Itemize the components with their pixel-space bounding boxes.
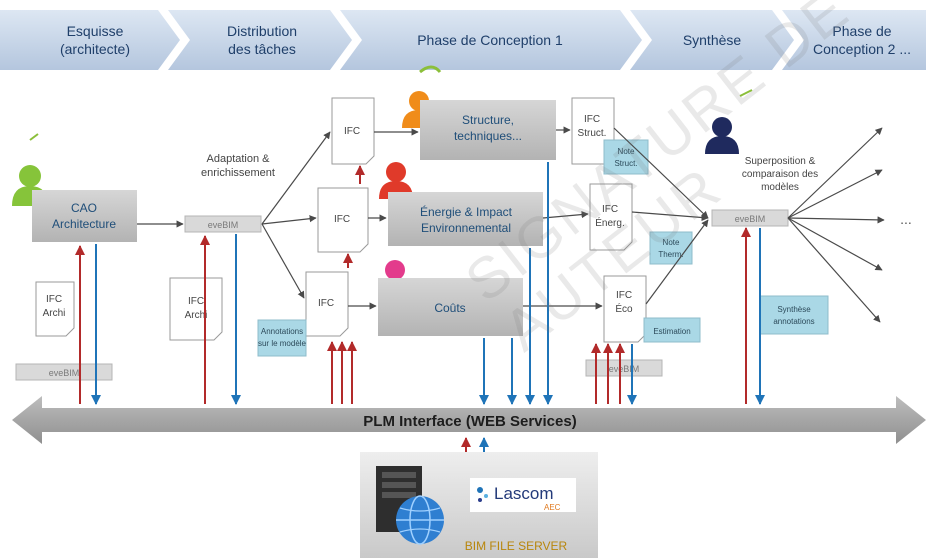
synthese-line-1: Synthèse	[777, 305, 811, 314]
arrow-energie-to-ifc-energ	[542, 210, 589, 219]
evebim-bar-3: eveBIM	[585, 359, 663, 377]
ifc-struct-type: IFC	[584, 114, 600, 125]
note-struct-line-1: Note	[618, 147, 635, 156]
phase-label-conception-1: Phase de Conception 1	[417, 32, 563, 48]
structure-box: Structure, techniques...	[420, 100, 556, 160]
ifc-struct-name: Struct.	[578, 128, 607, 139]
note-struct: Note Struct.	[603, 139, 649, 175]
superposition-label-3: modèles	[761, 182, 799, 193]
arrow-eco-to-synthese	[645, 219, 709, 305]
structure-label-2: techniques...	[454, 129, 522, 143]
evebim-4-label: eveBIM	[735, 214, 766, 224]
lascom-brand-sub: AEC	[544, 503, 561, 512]
evebim-3-label: eveBIM	[609, 364, 640, 374]
synthese-line-2: annotations	[773, 317, 814, 326]
annotations-line-1: Annotations	[261, 327, 303, 336]
phase-distribution	[168, 10, 352, 70]
bim-file-server: Lascom AEC BIM FILE SERVER	[360, 452, 598, 558]
annotations-line-2: sur le modèle	[258, 339, 307, 348]
flow-arrows	[137, 126, 885, 323]
adaptation-label-2: enrichissement	[201, 167, 275, 179]
energie-label-1: Énergie & Impact	[420, 204, 513, 219]
evebim-1-label: eveBIM	[49, 368, 80, 378]
lascom-brand: Lascom	[494, 484, 554, 503]
fan-arrow-3	[787, 216, 885, 224]
superposition-label-1: Superposition &	[745, 156, 816, 167]
fan-arrow-5	[787, 217, 881, 323]
note-therm-line-1: Note	[663, 238, 680, 247]
continuation-ellipsis: ...	[900, 211, 912, 227]
fan-arrow-2	[787, 169, 883, 219]
note-struct-line-2: Struct.	[614, 159, 637, 168]
adaptation-label-1: Adaptation &	[207, 153, 271, 165]
energie-box: Énergie & Impact Environnemental	[388, 192, 543, 246]
ifc-structure-type: IFC	[344, 126, 360, 137]
phase-conception-1	[340, 10, 642, 70]
evebim-bar-1: eveBIM	[15, 363, 113, 381]
cao-label-2: Architecture	[52, 217, 116, 231]
phase-label-conception-2-2: Conception 2 ...	[813, 41, 911, 57]
phase-conception-2	[782, 10, 926, 70]
arrow-evebim-to-structure-ifc	[261, 131, 331, 225]
ifc-archi-1-type: IFC	[46, 294, 62, 305]
structure-label-1: Structure,	[462, 113, 514, 127]
ifc-energ-name: Énerg.	[595, 216, 624, 229]
ifc-eco-type: IFC	[616, 290, 632, 301]
ifc-archi-doc-1: IFC Archi	[35, 281, 75, 337]
ifc-energ-doc: IFC Énerg.	[589, 183, 633, 251]
ifc-couts-type: IFC	[318, 298, 334, 309]
ifc-doc-energie: IFC	[317, 187, 369, 253]
plm-interface-bar: PLM Interface (WEB Services)	[12, 396, 926, 444]
phase-label-conception-2-1: Phase de	[832, 23, 891, 39]
phase-bar: Esquisse (architecte) Distribution des t…	[0, 10, 926, 70]
globe-icon	[396, 495, 444, 545]
superposition-label-2: comparaison des	[742, 169, 818, 180]
bim-file-server-label: BIM FILE SERVER	[465, 539, 568, 553]
evebim-bar-4: eveBIM	[711, 209, 789, 227]
phase-label-distribution-1: Distribution	[227, 23, 297, 39]
lascom-logo: Lascom AEC	[470, 478, 576, 512]
ifc-archi-2-name: Archi	[185, 310, 208, 321]
ifc-doc-couts: IFC	[305, 271, 349, 337]
ifc-archi-doc-2: IFC Archi	[169, 277, 223, 341]
cao-label-1: CAO	[71, 201, 97, 215]
ifc-archi-1-name: Archi	[43, 308, 66, 319]
estimation-label: Estimation	[653, 327, 690, 336]
phase-synthese	[630, 10, 794, 70]
arrow-evebim-to-couts-ifc	[261, 223, 305, 299]
phase-label-synthese: Synthèse	[683, 32, 742, 48]
arrow-struct-to-synthese	[613, 127, 709, 219]
ifc-doc-structure: IFC	[331, 97, 375, 165]
person-icon-synthese	[705, 89, 753, 154]
phase-label-esquisse-1: Esquisse	[67, 23, 124, 39]
energie-label-2: Environnemental	[421, 221, 511, 235]
cao-architecture-box: CAO Architecture	[32, 190, 137, 242]
ifc-archi-2-type: IFC	[188, 296, 204, 307]
synthese-annotations-note: Synthèse annotations	[759, 295, 829, 335]
ifc-energie-type: IFC	[334, 214, 350, 225]
ifc-energ-type: IFC	[602, 204, 618, 215]
couts-label: Coûts	[434, 301, 465, 315]
annotations-note: Annotations sur le modèle	[257, 319, 307, 357]
arrow-evebim-to-energie-ifc	[261, 215, 317, 225]
evebim-bar-2: eveBIM	[184, 215, 262, 233]
fan-arrow-4	[787, 217, 883, 271]
evebim-2-label: eveBIM	[208, 220, 239, 230]
estimation-note: Estimation	[643, 317, 701, 343]
phase-label-esquisse-2: (architecte)	[60, 41, 130, 57]
phase-label-distribution-2: des tâches	[228, 41, 296, 57]
ifc-eco-doc: IFC Éco	[603, 275, 647, 343]
note-therm-line-2: Therm.	[658, 250, 683, 259]
couts-box: Coûts	[378, 278, 523, 336]
arrow-energ-to-synthese	[631, 211, 709, 222]
plm-interface-label: PLM Interface (WEB Services)	[363, 413, 576, 430]
phase-esquisse	[0, 10, 180, 70]
ifc-eco-name: Éco	[615, 302, 633, 315]
fan-arrow-1	[787, 127, 883, 219]
note-therm: Note Therm.	[649, 231, 693, 265]
